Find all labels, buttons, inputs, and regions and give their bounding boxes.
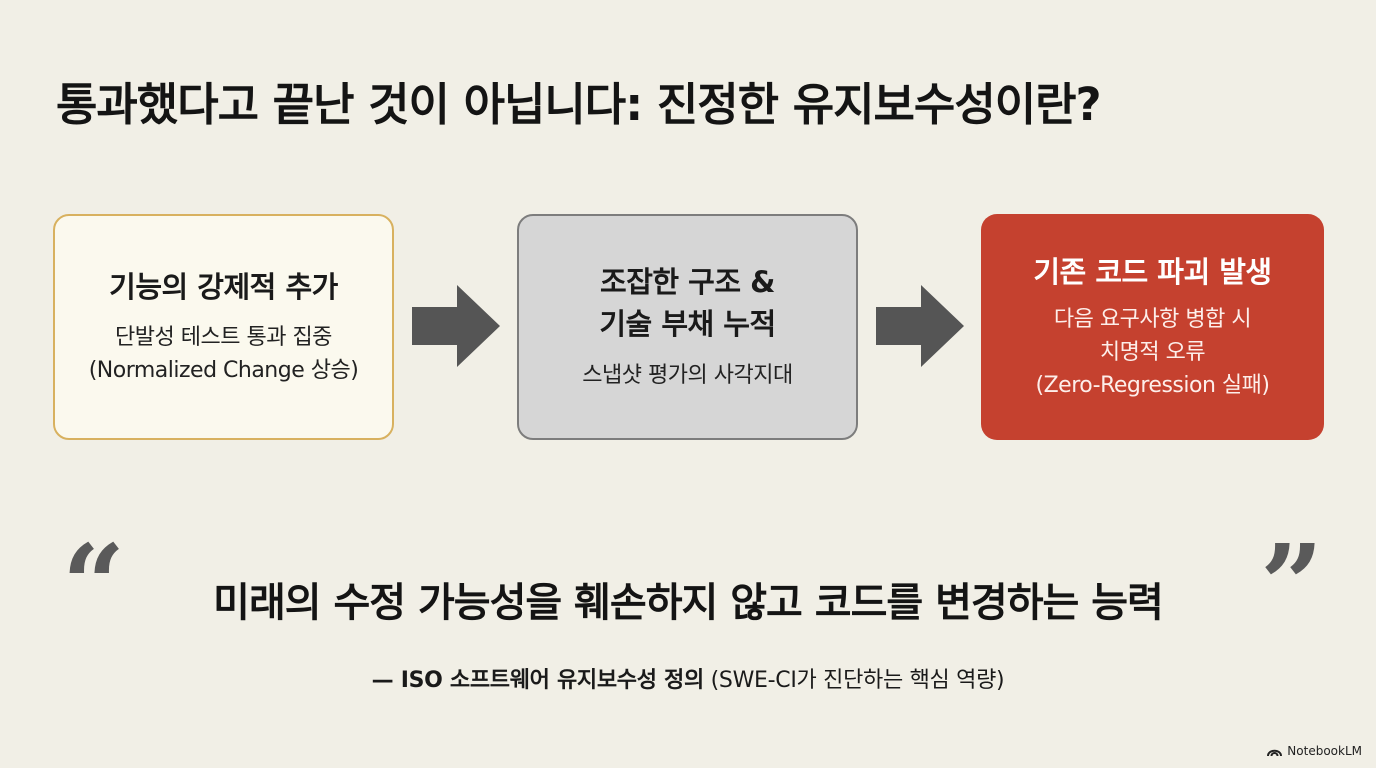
step-title-line: 기능의 강제적 추가	[109, 270, 338, 305]
step-desc-line: 치명적 오류	[1099, 340, 1206, 366]
step-box-technical-debt: 조잡한 구조 & 기술 부채 누적 스냅샷 평가의 사각지대	[517, 214, 858, 440]
step-title-line: 기존 코드 파괴 발생	[1033, 254, 1272, 289]
step-box-code-breakage: 기존 코드 파괴 발생 다음 요구사항 병합 시 치명적 오류 (Zero-Re…	[981, 214, 1324, 440]
brand-name: NotebookLM	[1287, 744, 1362, 758]
open-quote-icon: “	[62, 520, 126, 649]
attribution-source: — ISO 소프트웨어 유지보수성 정의	[371, 668, 705, 693]
step-title-line: 기술 부채 누적	[599, 306, 776, 341]
step-box-forced-feature-addition: 기능의 강제적 추가 단발성 테스트 통과 집중 (Normalized Cha…	[53, 214, 394, 440]
step-description: 단발성 테스트 통과 집중 (Normalized Change 상승)	[89, 321, 359, 387]
quote-attribution: — ISO 소프트웨어 유지보수성 정의 (SWE-CI가 진단하는 핵심 역량…	[0, 662, 1376, 694]
page-title: 통과했다고 끝난 것이 아닙니다: 진정한 유지보수성이란?	[56, 78, 1102, 131]
step-desc-line: 다음 요구사항 병합 시	[1053, 307, 1252, 333]
step-title: 기능의 강제적 추가	[109, 267, 338, 308]
brand-watermark: NotebookLM	[1267, 744, 1362, 758]
step-desc-line: (Zero-Regression 실패)	[1035, 373, 1270, 399]
right-arrow-icon	[876, 285, 964, 367]
step-title: 기존 코드 파괴 발생	[1033, 252, 1272, 293]
step-description: 스냅샷 평가의 사각지대	[582, 359, 793, 392]
definition-quote: 미래의 수정 가능성을 훼손하지 않고 코드를 변경하는 능력	[213, 580, 1164, 626]
close-quote-icon: ”	[1260, 520, 1324, 649]
step-desc-line: 단발성 테스트 통과 집중	[115, 324, 332, 350]
step-description: 다음 요구사항 병합 시 치명적 오류 (Zero-Regression 실패)	[1036, 303, 1270, 402]
step-title: 조잡한 구조 & 기술 부채 누적	[599, 262, 776, 344]
step-desc-line: 스냅샷 평가의 사각지대	[582, 362, 793, 388]
step-title-line: 조잡한 구조 &	[600, 265, 775, 300]
step-desc-line: (Normalized Change 상승)	[88, 357, 359, 383]
right-arrow-icon	[412, 285, 500, 367]
attribution-note: (SWE-CI가 진단하는 핵심 역량)	[703, 668, 1005, 693]
notebooklm-logo-icon	[1267, 749, 1283, 756]
